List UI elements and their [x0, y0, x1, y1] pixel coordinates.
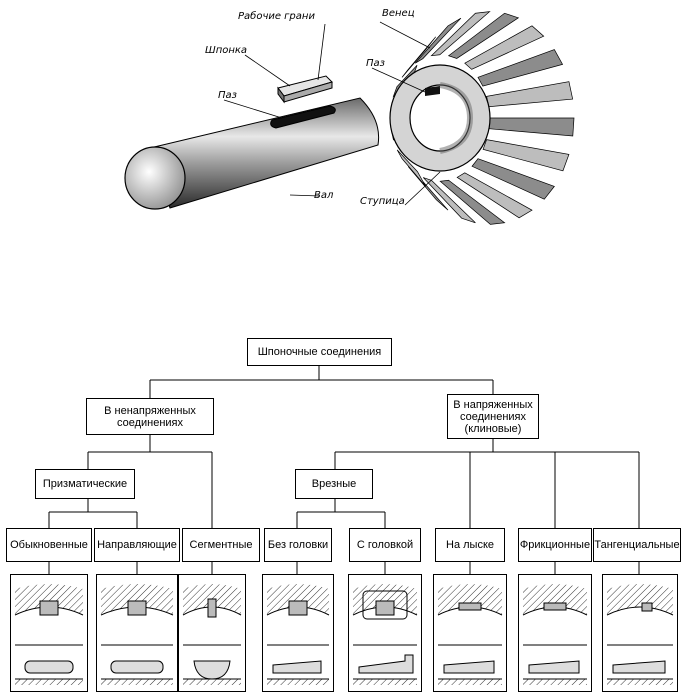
- ordinary-key-section-drawing: [14, 584, 84, 685]
- friction-key-section-drawing: [522, 584, 588, 685]
- key-side-view: [443, 660, 495, 674]
- node-type-friction: Фрикционные: [518, 528, 592, 562]
- node-type-flat: На лыске: [435, 528, 505, 562]
- node-type-segment: Сегментные: [182, 528, 260, 562]
- key-side-view: [193, 660, 231, 680]
- key-side-view: [272, 660, 322, 674]
- hub-section: [438, 584, 502, 615]
- key-section: [543, 602, 567, 611]
- node-wedge: Врезные: [295, 469, 373, 499]
- node-unstressed: В ненапряженных соединениях: [86, 398, 214, 435]
- gear-teeth: [390, 11, 575, 225]
- hub-section: [267, 584, 329, 615]
- guide-key-section-drawing: [100, 584, 174, 685]
- segment-key-section-drawing: [182, 584, 242, 685]
- flat-key-section-drawing: [437, 584, 503, 685]
- bevel-gear: [389, 11, 575, 225]
- label-shaft-slot: Паз: [218, 90, 237, 101]
- node-type-ordinary: Обыкновенные: [6, 528, 92, 562]
- label-hub: Ступица: [360, 196, 405, 207]
- label-rim: Венец: [382, 8, 415, 19]
- node-type-guide: Направляющие: [94, 528, 180, 562]
- hub-section: [15, 584, 83, 615]
- label-key: Шпонка: [205, 45, 248, 56]
- shaft-key-gear-illustration: [124, 11, 575, 225]
- gear-tooth: [464, 25, 545, 70]
- gear-tooth: [439, 179, 506, 225]
- label-shaft: Вал: [314, 190, 334, 201]
- gear-tooth: [396, 149, 426, 187]
- shaft-arc: [606, 606, 674, 616]
- key-side-view: [24, 660, 74, 674]
- tangential-key-section-drawing: [606, 584, 674, 685]
- hub-section: [607, 584, 673, 615]
- node-type-headless: Без головки: [264, 528, 332, 562]
- key-side-view: [110, 660, 164, 674]
- gear-tooth: [456, 172, 533, 219]
- gear-tooth: [430, 11, 491, 57]
- node-prismatic: Призматические: [35, 469, 135, 499]
- key-side-view: [528, 660, 580, 674]
- node-root: Шпоночные соединения: [247, 338, 392, 366]
- node-type-tangential: Тангенциальные: [593, 528, 681, 562]
- key-side-view: [612, 660, 666, 674]
- gear-tooth: [422, 177, 476, 224]
- key-section: [641, 602, 653, 612]
- label-hub-slot: Паз: [366, 58, 385, 69]
- drawing-guide: [96, 574, 178, 692]
- shaft-slot: [270, 105, 336, 129]
- headless-key-section-drawing: [266, 584, 330, 685]
- drawing-segment: [178, 574, 246, 692]
- key-section: [375, 600, 395, 616]
- node-stressed: В напряженных соединениях (клиновые): [447, 394, 539, 439]
- hub-section: [101, 584, 173, 615]
- drawing-ordinary: [10, 574, 88, 692]
- gear-tooth: [482, 139, 570, 172]
- node-type-headed: С головкой: [349, 528, 421, 562]
- hub-section: [353, 584, 417, 615]
- gear-tooth: [414, 17, 462, 64]
- gear-tooth: [477, 49, 564, 87]
- drawing-headed: [348, 574, 422, 692]
- key-section: [288, 600, 308, 616]
- key: [277, 75, 333, 104]
- hub-slot: [425, 86, 440, 96]
- label-working-faces: Рабочие грани: [238, 11, 315, 22]
- key-section: [207, 598, 217, 618]
- key-side-view: [358, 654, 414, 674]
- key-section: [39, 600, 59, 616]
- drawing-headless: [262, 574, 334, 692]
- headed-key-section-drawing: [352, 584, 418, 685]
- hub-section: [523, 584, 587, 615]
- drawing-tangential: [602, 574, 678, 692]
- drawing-friction: [518, 574, 592, 692]
- key-section: [127, 600, 147, 616]
- key-section: [458, 602, 482, 611]
- shaft: [124, 97, 380, 210]
- gear-tooth: [471, 158, 555, 200]
- gear-tooth: [447, 12, 520, 59]
- drawing-flat: [433, 574, 507, 692]
